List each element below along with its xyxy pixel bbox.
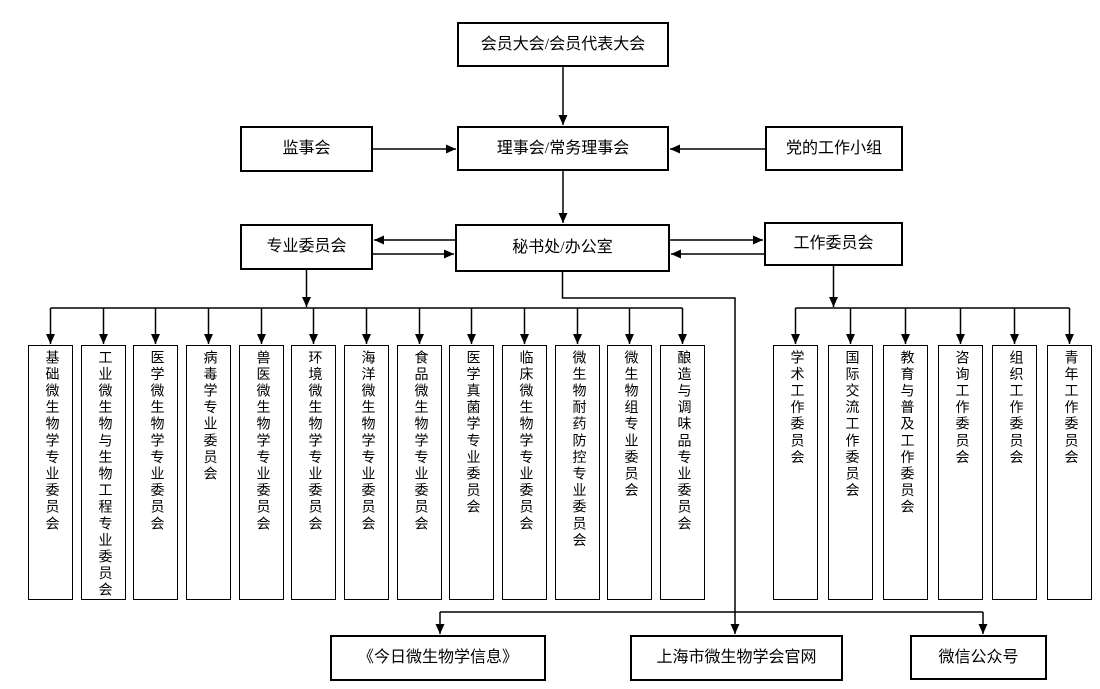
node-supervisory-board-label: 监事会 [282,140,331,158]
professional-committee-label: 酿造与调味品专业委员会 [675,350,691,533]
working-committee-box: 学术工作委员会 [773,345,818,600]
working-committee-label: 国际交流工作委员会 [843,350,859,500]
professional-committee-box: 病毒学专业委员会 [186,345,231,600]
node-party-work-group: 党的工作小组 [765,126,903,171]
professional-committee-label: 工业微生物与生物工程专业委员会 [96,350,112,599]
working-committee-box: 国际交流工作委员会 [828,345,873,600]
professional-committee-box: 工业微生物与生物工程专业委员会 [81,345,126,600]
professional-committee-label: 海洋微生物学专业委员会 [359,350,375,533]
professional-committee-label: 基础微生物学专业委员会 [43,350,59,533]
media-box-wechat: 微信公众号 [910,635,1047,680]
node-general-assembly-label: 会员大会/会员代表大会 [480,35,646,53]
node-working-committees-label: 工作委员会 [793,235,874,253]
node-secretariat: 秘书处/办公室 [455,224,670,272]
professional-committee-box: 微生物耐药防控专业委员会 [555,345,600,600]
node-professional-committees-label: 专业委员会 [266,238,347,256]
professional-committee-box: 医学微生物学专业委员会 [133,345,178,600]
working-committee-box: 咨询工作委员会 [938,345,983,600]
professional-committee-label: 病毒学专业委员会 [201,350,217,483]
working-committee-label: 咨询工作委员会 [953,350,969,467]
media-box-journal: 《今日微生物学信息》 [330,635,546,681]
working-committee-box: 组织工作委员会 [992,345,1037,600]
professional-committee-box: 酿造与调味品专业委员会 [660,345,705,600]
professional-committee-box: 微生物组专业委员会 [607,345,652,600]
media-box-website: 上海市微生物学会官网 [630,635,843,681]
professional-committee-label: 医学微生物学专业委员会 [148,350,164,533]
node-general-assembly: 会员大会/会员代表大会 [457,22,669,67]
professional-committee-label: 临床微生物学专业委员会 [517,350,533,533]
professional-committee-box: 环境微生物学专业委员会 [291,345,336,600]
working-committee-label: 青年工作委员会 [1062,350,1078,467]
working-committee-label: 教育与普及工作委员会 [898,350,914,516]
node-council-label: 理事会/常务理事会 [496,139,630,157]
media-journal-label: 《今日微生物学信息》 [357,649,518,667]
working-committee-box: 教育与普及工作委员会 [883,345,928,600]
node-secretariat-label: 秘书处/办公室 [512,239,613,257]
professional-committee-label: 医学真菌学专业委员会 [464,350,480,516]
media-wechat-label: 微信公众号 [938,648,1019,666]
node-working-committees-header: 工作委员会 [764,222,903,266]
media-website-label: 上海市微生物学会官网 [656,649,817,667]
professional-committee-box: 海洋微生物学专业委员会 [344,345,389,600]
node-supervisory-board: 监事会 [240,126,373,172]
professional-committee-box: 基础微生物学专业委员会 [28,345,73,600]
professional-committee-box: 兽医微生物学专业委员会 [239,345,284,600]
professional-committee-label: 食品微生物学专业委员会 [412,350,428,533]
node-party-work-group-label: 党的工作小组 [785,139,882,157]
working-committee-label: 组织工作委员会 [1007,350,1023,467]
professional-committee-box: 医学真菌学专业委员会 [449,345,494,600]
professional-committee-label: 兽医微生物学专业委员会 [254,350,270,533]
node-professional-committees-header: 专业委员会 [240,224,373,270]
working-committee-box: 青年工作委员会 [1047,345,1092,600]
node-council: 理事会/常务理事会 [457,126,669,171]
working-committee-label: 学术工作委员会 [788,350,804,467]
professional-committee-label: 微生物组专业委员会 [622,350,638,500]
professional-committee-label: 微生物耐药防控专业委员会 [570,350,586,550]
professional-committee-box: 临床微生物学专业委员会 [502,345,547,600]
professional-committee-box: 食品微生物学专业委员会 [397,345,442,600]
professional-committee-label: 环境微生物学专业委员会 [306,350,322,533]
